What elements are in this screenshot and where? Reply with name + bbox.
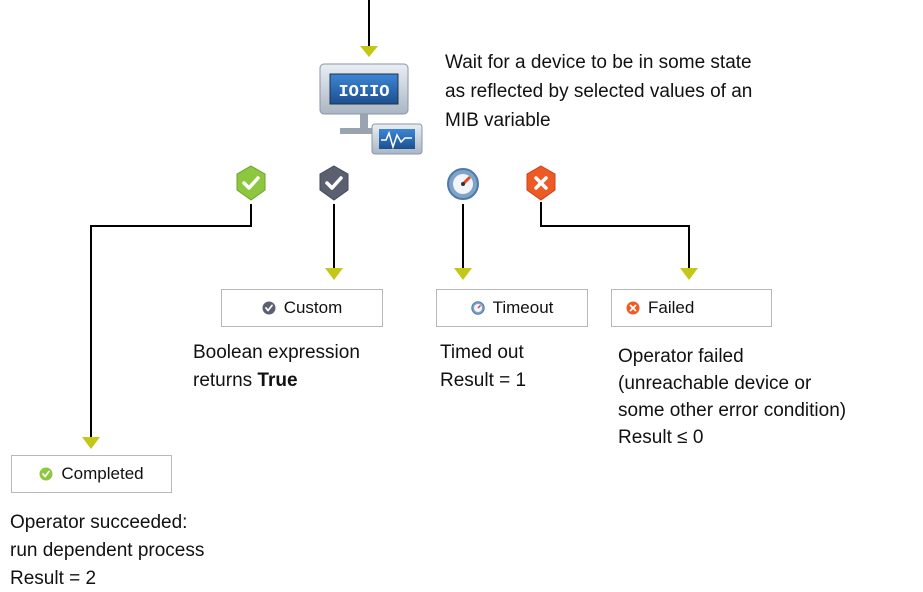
completed-label: Completed [61,464,144,483]
completed-status-icon [236,165,266,201]
timeout-outcome-box: Timeout [436,289,588,327]
custom-outcome-box: Custom [221,289,383,327]
timeout-desc-line1: Timed out [440,342,524,363]
custom-status-icon [319,165,349,201]
failed-arrowhead [680,268,698,280]
failed-desc-line2: (unreachable device or [618,373,812,394]
input-arrowhead [360,46,378,57]
completed-connector [90,204,252,438]
network-device-icon: IOIIO [319,63,423,155]
completed-desc-line3: Result = 2 [10,568,97,589]
timeout-label: Timeout [492,298,554,317]
failed-status-icon [526,165,556,201]
completed-desc-line1: Operator succeeded: [10,512,188,533]
description-line3: MIB variable [445,110,551,131]
timer-icon [470,301,485,315]
failed-connector [540,202,690,268]
check-dark-icon [262,301,276,315]
custom-desc-bold: True [257,370,298,391]
description-line2: as reflected by selected values of an [445,81,753,102]
failed-outcome-box: Failed [611,289,772,327]
timeout-status-icon [447,168,479,200]
custom-desc-line2: returns True [193,370,298,391]
check-green-icon [39,467,53,481]
completed-outcome-box: Completed [11,455,172,493]
failed-label: Failed [648,298,695,317]
completed-desc-line2: run dependent process [10,540,205,561]
custom-arrowhead [325,268,343,280]
completed-arrowhead [82,437,100,449]
description-line1: Wait for a device to be in some state [445,52,752,73]
custom-label: Custom [283,298,343,317]
failed-desc-line4: Result ≤ 0 [618,427,704,448]
failed-desc-line3: some other error condition) [618,400,847,421]
x-red-icon [626,301,640,315]
timeout-desc-line2: Result = 1 [440,370,527,391]
svg-text:IOIIO: IOIIO [338,83,389,102]
custom-desc-line1: Boolean expression [193,342,360,363]
timeout-arrowhead [454,268,472,280]
failed-desc-line1: Operator failed [618,346,744,367]
